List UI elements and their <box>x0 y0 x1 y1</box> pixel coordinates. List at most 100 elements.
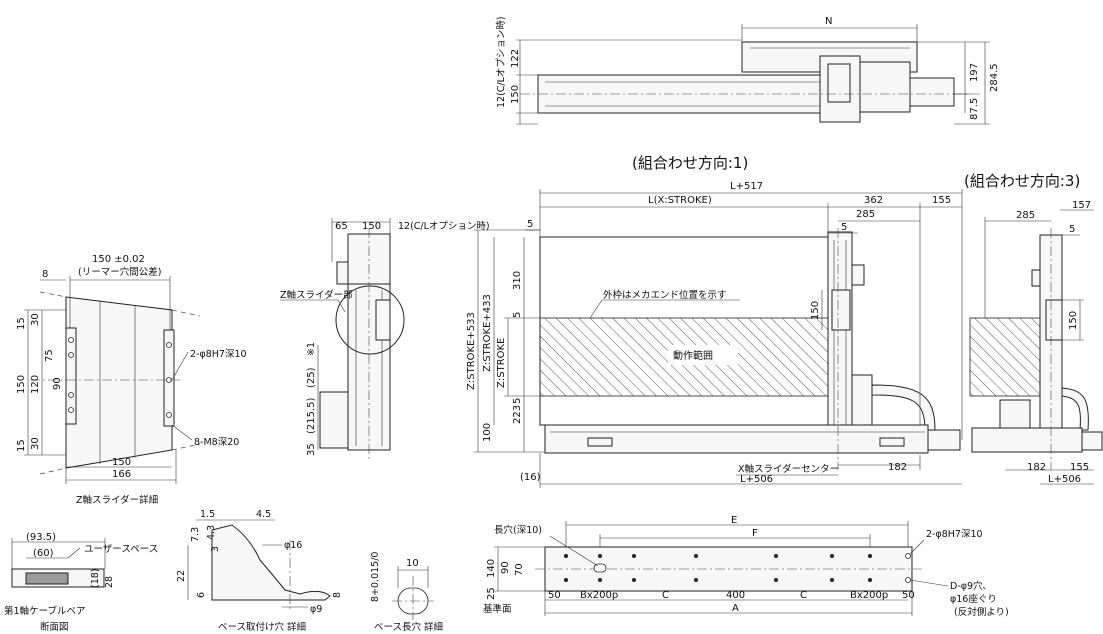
cable-dim-93-5: (93.5) <box>26 532 56 543</box>
side-dim-35: 35 <box>306 443 317 456</box>
top-dim-197: 197 <box>969 63 980 82</box>
right-motion-range-hatch <box>969 317 1041 397</box>
base-dim-50-right: 50 <box>902 590 915 601</box>
side-cable-block <box>319 391 349 449</box>
base-hole <box>868 554 872 558</box>
cable-carrier-curve <box>871 384 936 431</box>
z-dim-30-bottom: 30 <box>30 437 41 450</box>
z-reamer-note: (リーマー穴間公差) <box>78 266 161 278</box>
base-hole <box>598 578 602 582</box>
z-detail-caption: Z軸スライダー詳細 <box>76 494 158 506</box>
z-slider-plate <box>65 296 173 469</box>
dim-5-lower: 5 <box>512 398 523 404</box>
right-dim-5: 5 <box>1069 224 1075 235</box>
top-dim-12-option: 12(C/Lオプション時) <box>496 16 507 108</box>
dim-155: 155 <box>932 195 951 206</box>
z-slider-detail-circle <box>335 285 405 355</box>
side-dim-150: 150 <box>362 221 381 232</box>
right-x-base <box>971 427 1083 453</box>
long-hole-dim-10: 10 <box>406 558 419 569</box>
right-dim-l-plus-506: L+506 <box>1048 474 1081 485</box>
cable-dim-18: (18) <box>90 568 101 588</box>
z-m8-tap-note: 8-M8深20 <box>194 437 239 448</box>
side-dim-65: 65 <box>335 221 348 232</box>
base-holes-note-1: D-φ9穴、 <box>950 580 992 592</box>
mount-dim-phi16: φ16 <box>284 540 302 551</box>
mount-dim-3: 3 <box>210 546 221 552</box>
base-long-hole <box>593 563 607 573</box>
top-dim-87-5: 87.5 <box>969 98 980 120</box>
dim-z-stroke-433: Z:STROKE+433 <box>482 294 493 372</box>
base-hole <box>694 578 698 582</box>
dim-362: 362 <box>864 195 883 206</box>
top-dim-122: 122 <box>510 49 521 68</box>
z-dim-166: 166 <box>112 469 131 480</box>
z-dim-150-horizontal: 150 <box>112 457 131 468</box>
base-mounting-hole-detail: 1.5 4.5 7.3 4.3 3 φ16 22 6 8 φ9 ベース取付け穴 … <box>176 509 343 633</box>
base-reference-face: 基準面 <box>483 603 512 615</box>
dim-l-plus-517: L+517 <box>730 181 763 192</box>
base-dim-bx200-right: Bx200p <box>850 590 888 601</box>
dim-223: 223 <box>512 405 523 424</box>
base-dim-140: 140 <box>486 559 497 578</box>
base-holes-note-3: (反対側より) <box>954 606 1009 618</box>
long-hole-caption: ベース長穴 詳細 <box>374 621 443 633</box>
long-hole-tolerance: 8+0.015/0 <box>370 552 381 602</box>
z-dim-15-top: 15 <box>16 317 27 330</box>
z-axis-column <box>827 231 853 433</box>
right-dim-155: 155 <box>1070 462 1089 473</box>
main-front-view: 動作範囲 外枠はメカエンド位置を示す L+517 L(X:STROKE) 362 <box>466 181 963 488</box>
dim-z-stroke-533: Z:STROKE+533 <box>466 312 477 390</box>
base-holes-note-2: φ16座ぐり <box>950 593 997 605</box>
right-side-view: 285 157 5 150 182 155 L+506 <box>969 200 1103 485</box>
user-space-label: ユーザースペース <box>84 544 158 555</box>
right-dim-157: 157 <box>1072 200 1091 211</box>
dim-5-upper: 5 <box>512 312 523 318</box>
cable-carrier-section: (93.5) (60) ユーザースペース (18) 28 第1軸ケーブルベア 断… <box>4 532 158 633</box>
base-hole <box>564 578 568 582</box>
base-dim-50-left: 50 <box>548 590 561 601</box>
base-dim-400: 400 <box>726 590 745 601</box>
base-hole <box>774 554 778 558</box>
base-hole <box>564 554 568 558</box>
base-dim-a: A <box>732 603 739 614</box>
base-hole <box>632 578 636 582</box>
dim-5-top-right: 5 <box>841 222 847 233</box>
mount-hole-caption: ベース取付け穴 詳細 <box>218 621 306 633</box>
z-dim-30-top: 30 <box>30 313 41 326</box>
mounting-hole-section <box>211 524 331 601</box>
dim-310: 310 <box>512 271 523 290</box>
z-slider <box>831 289 851 331</box>
z-dim-120: 120 <box>30 375 41 394</box>
heading-direction-3: (組合わせ方向:3) <box>964 172 1080 190</box>
z-h7-hole-note: 2-φ8H7深10 <box>190 349 247 360</box>
z-dim-150-vertical: 150 <box>16 375 27 394</box>
base-hole <box>868 578 872 582</box>
top-view-motor-end <box>909 77 955 107</box>
side-note-1: ※1 <box>306 342 317 356</box>
z-slider-detail: 150 ±0.02 (リーマー穴間公差) 8 15 30 150 120 75 … <box>16 254 247 506</box>
mount-dim-4-3: 4.3 <box>206 525 217 540</box>
base-dim-f: F <box>752 528 758 539</box>
z-dim-15-bottom: 15 <box>16 439 27 452</box>
base-plan-view: E F 長穴(深10) 2-φ8H7深10 140 90 70 25 基準面 5… <box>483 515 1009 618</box>
base-dim-c-left: C <box>662 590 669 601</box>
base-hole <box>774 578 778 582</box>
top-dim-284-5: 284.5 <box>989 63 1000 92</box>
dim-z-stroke: Z:STROKE <box>496 338 507 388</box>
mount-dim-6: 6 <box>196 592 207 598</box>
x-slider-center-label: X軸スライダーセンター <box>738 463 839 475</box>
base-hole <box>830 554 834 558</box>
dim-285: 285 <box>856 209 875 220</box>
cable-caption-2: 断面図 <box>40 621 69 633</box>
z-dim-90: 90 <box>52 377 63 390</box>
base-dim-c-right: C <box>800 590 807 601</box>
z-slider-part-label: Z軸スライダー部 <box>280 289 353 301</box>
right-dim-182: 182 <box>1027 462 1046 473</box>
base-dim-25: 25 <box>486 587 497 600</box>
dim-150-slider: 150 <box>810 301 821 320</box>
base-long-hole-detail: 10 8+0.015/0 ベース長穴 詳細 <box>370 552 443 633</box>
top-view: N 122 150 12(C/Lオプション時) 197 284.5 87.5 <box>496 16 1000 125</box>
base-hole <box>632 554 636 558</box>
